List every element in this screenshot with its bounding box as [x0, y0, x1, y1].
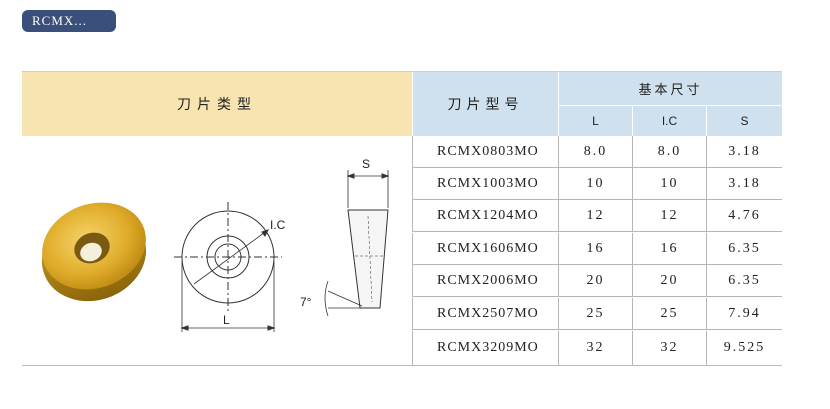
header-col-s: S [706, 106, 782, 136]
cell-l: 20 [558, 265, 632, 296]
cell-ic: 16 [632, 233, 706, 264]
cell-s: 6.35 [706, 233, 782, 264]
cell-ic: 20 [632, 265, 706, 296]
cell-l: 10 [558, 168, 632, 199]
cell-l: 8.0 [558, 136, 632, 167]
cell-model: RCMX2006MO [412, 265, 558, 296]
insert-top-view [174, 202, 282, 332]
cell-l: 12 [558, 200, 632, 231]
label-ic: I.C [270, 218, 286, 232]
cell-ic: 25 [632, 298, 706, 329]
header-insert-type: 刀片类型 [22, 72, 412, 136]
cell-s: 4.76 [706, 200, 782, 231]
header-insert-model: 刀片型号 [412, 72, 558, 136]
cell-ic: 12 [632, 200, 706, 231]
cell-model: RCMX1003MO [412, 168, 558, 199]
insert-side-view [324, 170, 390, 317]
spec-table: RCMX0803MO 8.0 8.0 3.18 RCMX1003MO 10 10… [412, 136, 782, 365]
cell-l: 16 [558, 233, 632, 264]
label-s: S [362, 157, 370, 171]
series-badge: RCMX... [22, 10, 116, 32]
header-col-l: L [558, 106, 632, 136]
cell-ic: 8.0 [632, 136, 706, 167]
cell-l: 32 [558, 331, 632, 365]
cell-model: RCMX1606MO [412, 233, 558, 264]
header-basic-dimensions: 基本尺寸 [558, 72, 782, 106]
cell-model: RCMX2507MO [412, 298, 558, 329]
cell-model: RCMX3209MO [412, 331, 558, 365]
cell-s: 3.18 [706, 168, 782, 199]
insert-3d-view [41, 202, 147, 302]
table-row: RCMX1204MO 12 12 4.76 [412, 200, 782, 232]
cell-model: RCMX0803MO [412, 136, 558, 167]
cell-ic: 10 [632, 168, 706, 199]
cell-model: RCMX1204MO [412, 200, 558, 231]
table-row: RCMX3209MO 32 32 9.525 [412, 331, 782, 365]
table-row: RCMX2507MO 25 25 7.94 [412, 298, 782, 330]
label-l: L [223, 313, 230, 327]
table-row: RCMX0803MO 8.0 8.0 3.18 [412, 136, 782, 168]
round-insert-drawing-icon: I.C L S 7° [41, 157, 390, 332]
top-rule [22, 71, 782, 72]
insert-drawing-area: I.C L S 7° [22, 136, 412, 365]
cell-s: 7.94 [706, 298, 782, 329]
cell-s: 6.35 [706, 265, 782, 296]
table-row: RCMX1003MO 10 10 3.18 [412, 168, 782, 200]
cell-s: 9.525 [706, 331, 782, 365]
cell-s: 3.18 [706, 136, 782, 167]
table-row: RCMX2006MO 20 20 6.35 [412, 265, 782, 297]
header-col-ic: I.C [632, 106, 706, 136]
cell-l: 25 [558, 298, 632, 329]
bottom-rule [22, 365, 782, 366]
label-angle: 7° [300, 295, 312, 309]
table-row: RCMX1606MO 16 16 6.35 [412, 233, 782, 265]
cell-ic: 32 [632, 331, 706, 365]
